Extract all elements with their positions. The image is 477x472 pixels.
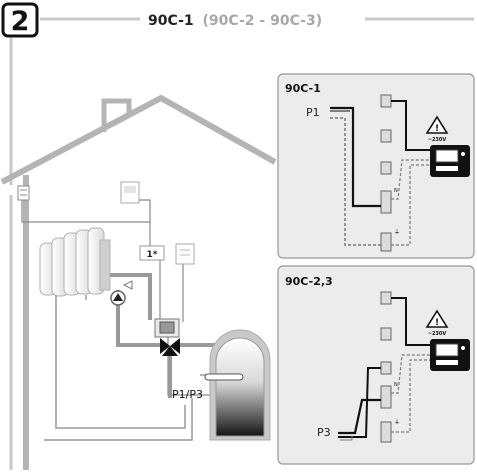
- warning-icon: !: [425, 115, 449, 134]
- page-title: 90C-1 (90C-2 - 90C-3): [148, 13, 322, 29]
- panel-90c1-probe-label: P1: [306, 106, 320, 119]
- outdoor-sensor-icon: [17, 185, 30, 201]
- step-number: 2: [11, 6, 30, 37]
- wiring-panel-90c1: 90C-1 P1 N ⏚ ! ~230V: [277, 73, 475, 259]
- svg-text:!: !: [435, 124, 439, 134]
- panel-90c23-probe-label: P3: [317, 426, 331, 439]
- svg-text:!: !: [435, 318, 439, 328]
- storage-tank-icon: [204, 329, 271, 441]
- title-main: 90C-1: [148, 13, 194, 29]
- hydraulic-pipes: [110, 273, 215, 398]
- warning-voltage: ~230V: [428, 137, 447, 143]
- step-badge: 2: [1, 2, 39, 38]
- panel-90c1-title: 90C-1: [285, 82, 321, 95]
- terminal-n-label: N: [394, 188, 398, 194]
- p1p3-label: P1/P3: [172, 388, 203, 401]
- warning-voltage: ~230V: [428, 331, 447, 337]
- pump-icon: [110, 290, 126, 306]
- terminal-earth-label: ⏚: [394, 419, 400, 426]
- controller-icon: [430, 145, 470, 177]
- terminal-blocks: [380, 94, 392, 252]
- title-variants: (90C-2 - 90C-3): [203, 13, 323, 29]
- warning-icon: !: [425, 309, 449, 328]
- room-sensor-icon: [175, 243, 195, 265]
- thermostat-label: 1*: [147, 250, 158, 260]
- wiring-panel-90c23: 90C-2,3 P3 N ⏚ ! ~230V: [277, 265, 475, 465]
- controller-1-icon: 1*: [139, 245, 165, 261]
- check-valve-icon: [122, 280, 133, 290]
- room-thermostat-icon: [120, 181, 140, 204]
- terminal-n-label: N: [394, 382, 398, 388]
- controller-icon: [430, 339, 470, 371]
- terminal-earth-label: ⏚: [394, 229, 400, 236]
- thin-pipes: [44, 295, 193, 441]
- valve-actuator-icon: [154, 318, 180, 338]
- outer-frame: [9, 17, 474, 470]
- three-way-valve-icon: [160, 338, 180, 356]
- radiator-icon: [39, 227, 111, 297]
- panel-90c23-title: 90C-2,3: [285, 275, 333, 288]
- house: [0, 94, 277, 470]
